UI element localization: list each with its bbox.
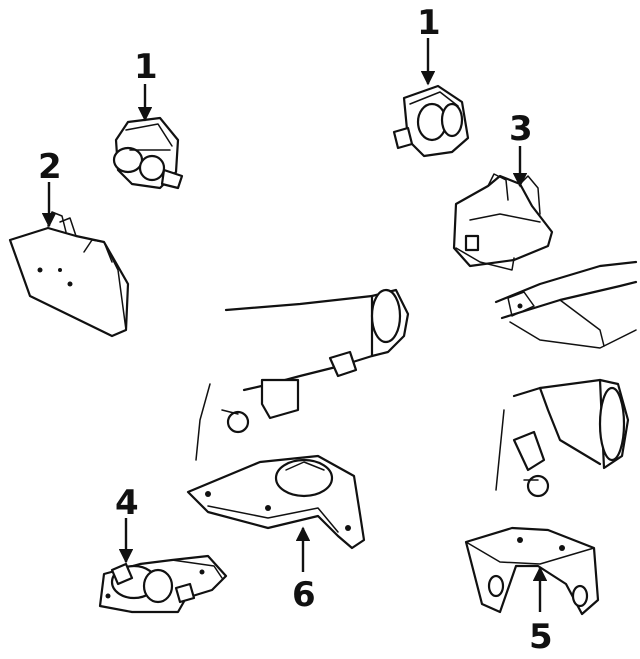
transmission-mount-bracket [186, 454, 366, 550]
callout-6: 6 [292, 575, 316, 615]
transmission-mount-insulator [98, 554, 228, 614]
frame-rail [494, 260, 638, 349]
engine-mount-insulator-right [392, 84, 470, 158]
callout-1-left: 1 [134, 47, 158, 87]
callout-5: 5 [529, 617, 553, 657]
callout-2: 2 [38, 147, 62, 187]
callout-3: 3 [509, 109, 533, 149]
mount-bracket-left [8, 211, 130, 338]
callout-4: 4 [115, 483, 139, 523]
mount-bracket-right [452, 173, 554, 271]
transmission-right [495, 378, 630, 498]
transmission-center [195, 288, 410, 461]
callout-1-right: 1 [417, 3, 441, 43]
transmission-support-bracket [464, 526, 600, 616]
engine-mount-insulator-left [112, 116, 184, 190]
